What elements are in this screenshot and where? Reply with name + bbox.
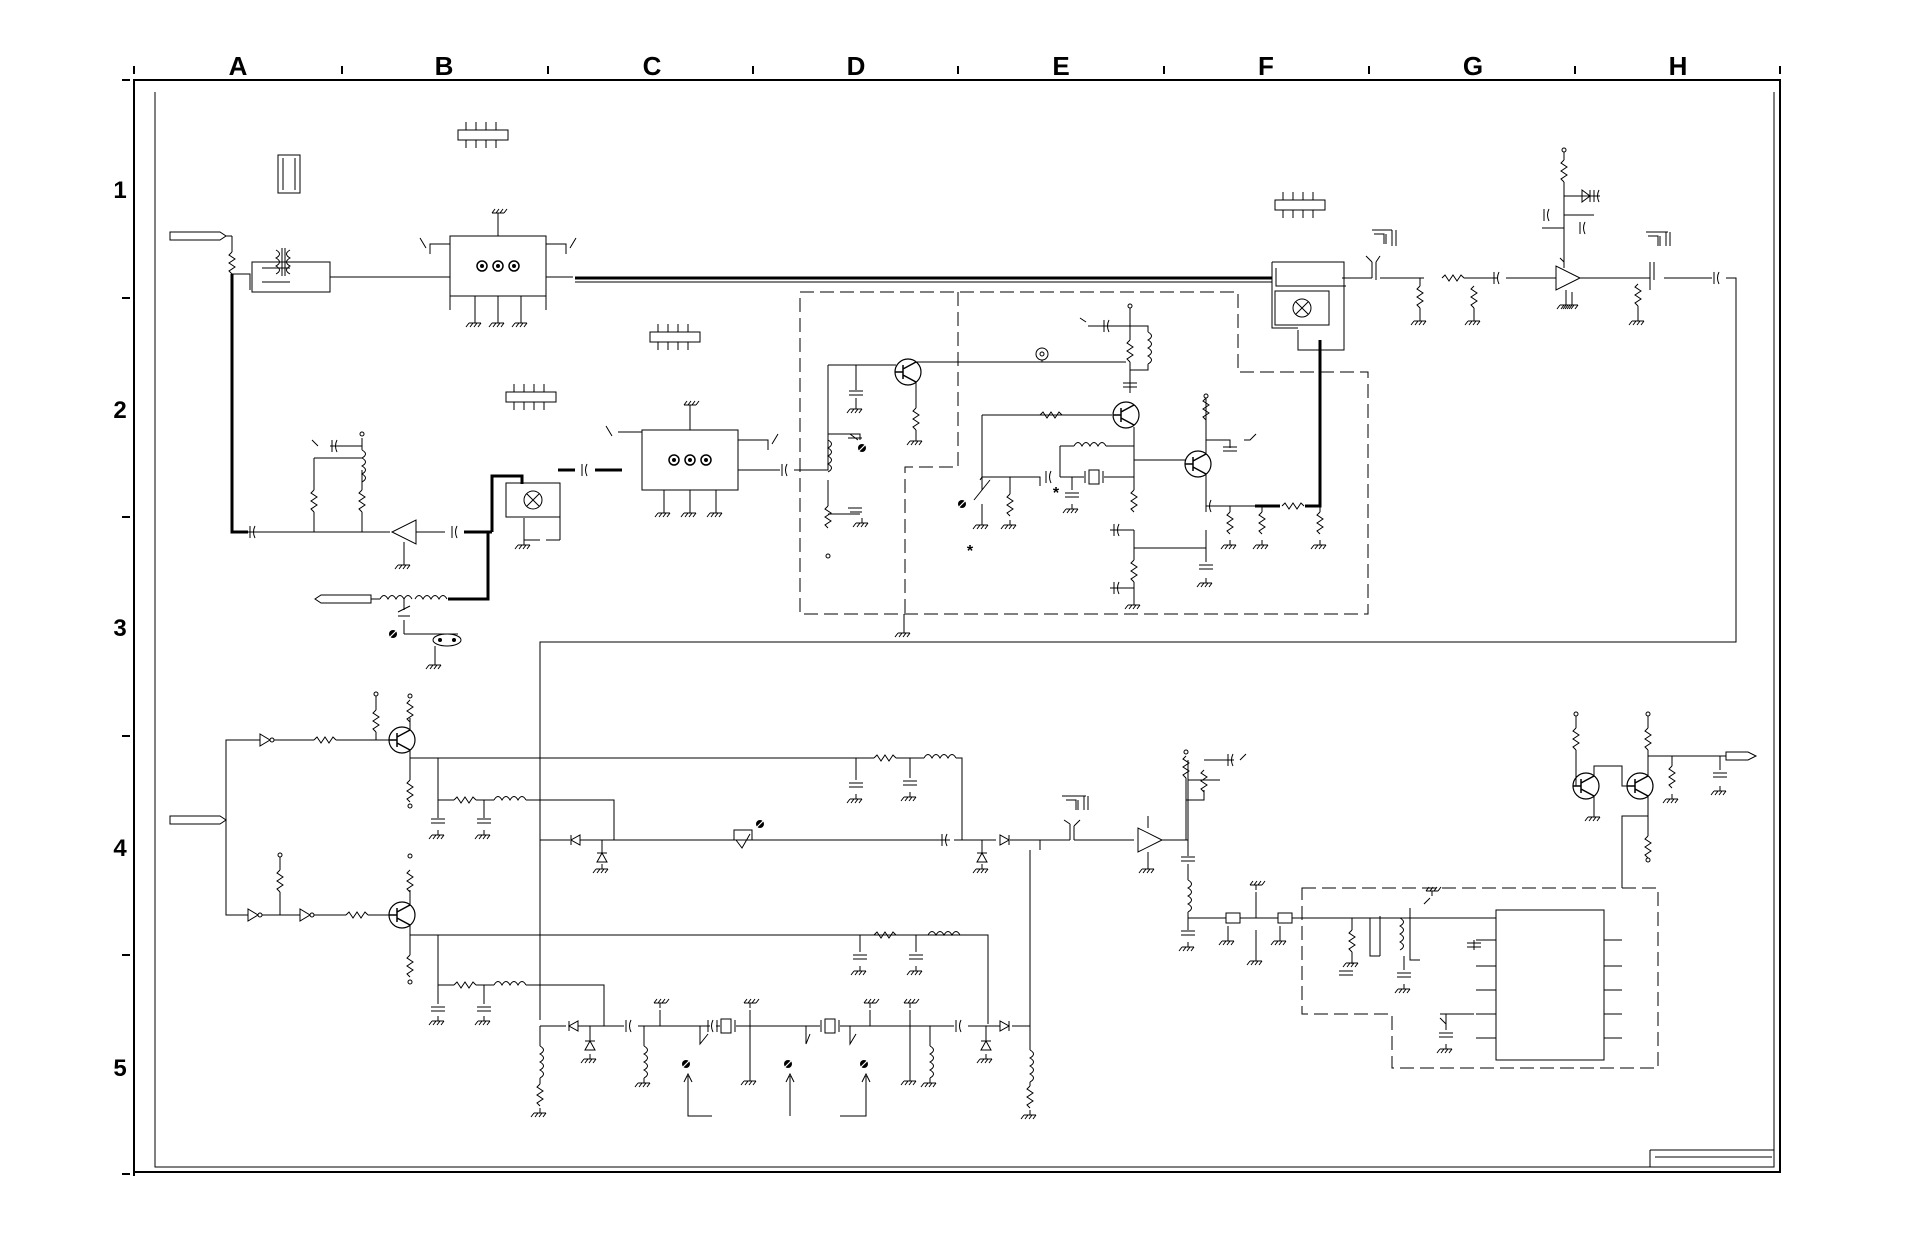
local-oscillator-input	[315, 532, 488, 669]
grid-ticks-top	[134, 66, 1780, 74]
amplifier-icon	[1556, 266, 1580, 290]
diode-icon	[571, 835, 580, 845]
grid-column-c: C	[643, 51, 662, 81]
final-stage-section	[1040, 712, 1756, 1068]
grid-column-e: E	[1052, 51, 1069, 81]
grid-row-4: 4	[113, 835, 127, 862]
transistor-icon	[1113, 402, 1139, 428]
grid-row-3: 3	[113, 615, 126, 642]
grid-column-f: F	[1258, 51, 1274, 81]
transistor-icon	[1573, 773, 1599, 799]
transistor-icon	[389, 727, 415, 753]
if-filter-chip-top	[420, 122, 576, 327]
ic-chip-icon	[1496, 910, 1604, 1060]
if-filter-chip-middle	[606, 324, 787, 517]
crystal-icon	[1085, 470, 1103, 484]
oscillator-block	[794, 292, 1368, 637]
grid-column-d: D	[847, 51, 866, 81]
amplifier-icon	[392, 520, 416, 544]
oscillator-transistors	[958, 304, 1326, 609]
grid-row-5: 5	[113, 1055, 126, 1082]
output-connector-icon	[1726, 752, 1756, 760]
transistor-icon	[895, 359, 921, 385]
transistor-icon	[1185, 451, 1211, 477]
crystal-icon	[821, 1019, 839, 1033]
preamp-section	[248, 384, 622, 569]
ic-chip-icon	[450, 236, 546, 296]
grid-column-b: B	[435, 51, 454, 81]
grid-row-2: 2	[113, 397, 126, 424]
band-switch-section	[170, 692, 1040, 1119]
transistor-icon	[389, 902, 415, 928]
transistor-icon	[1627, 773, 1653, 799]
input-connector-icon	[170, 232, 226, 240]
mixer-icon	[506, 483, 560, 517]
mixer-icon	[1275, 291, 1329, 325]
asterisk-annotation-2: *	[967, 543, 974, 560]
variable-capacitor-icon	[389, 630, 397, 638]
grid-row-1: 1	[113, 177, 126, 204]
amplifier-icon	[1138, 828, 1162, 852]
grid-column-h: H	[1669, 51, 1688, 81]
grid-column-a: A	[229, 51, 248, 81]
ic-chip-icon	[642, 430, 738, 490]
rf-input-section	[170, 155, 452, 532]
asterisk-annotation-1: *	[1053, 485, 1060, 502]
grid-column-g: G	[1463, 51, 1483, 81]
transformer-icon	[262, 248, 290, 282]
